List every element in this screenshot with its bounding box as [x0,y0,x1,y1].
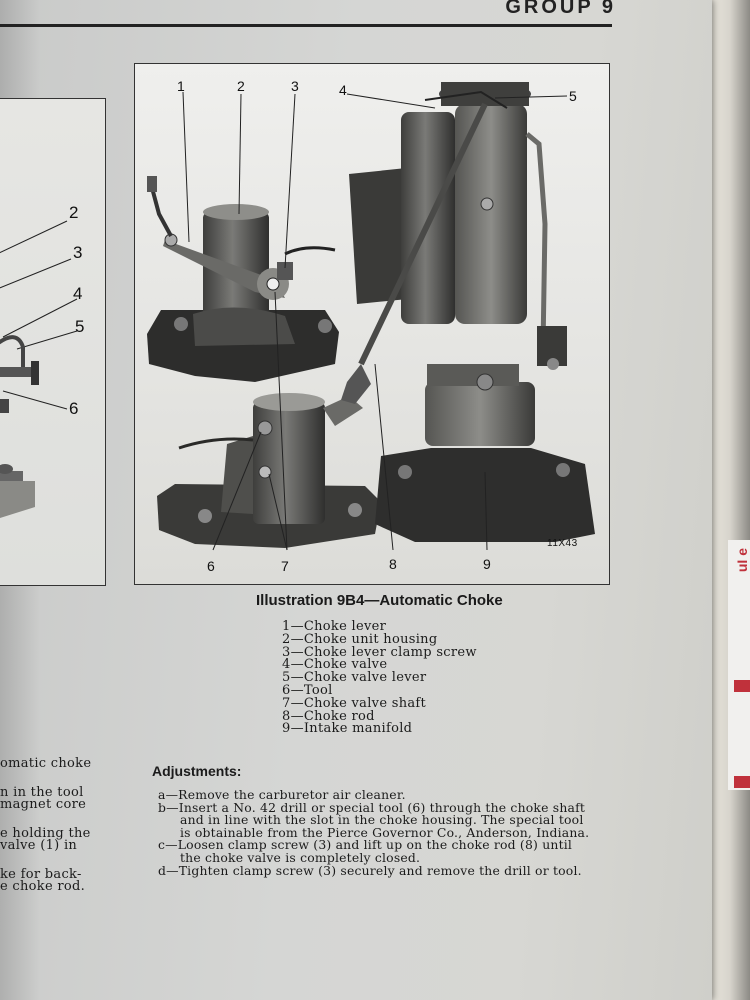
text-line: ke for back- [0,866,82,882]
edge-tag-bar [734,680,750,692]
adjustment-step-continued: and in line with the slot in the choke h… [180,812,584,828]
adjustment-step: d—Tighten clamp screw (3) securely and r… [158,862,582,878]
callout-2: 2 [69,203,79,222]
edge-tag-text: uI e [734,548,750,573]
callout-5: 5 [75,317,85,336]
callout-6: 6 [207,558,215,574]
callout-2: 2 [237,78,245,94]
adjustments-heading: Adjustments: [152,763,242,779]
callout-6: 6 [69,399,79,418]
adjustment-step: c—Loosen clamp screw (3) and lift up on … [158,837,573,853]
figure-id: 11X43 [547,538,578,549]
adjustment-step-continued: the choke valve is completely closed. [180,849,421,865]
text-line: omatic choke [0,756,92,771]
legend-item: 1—Choke lever [282,619,387,634]
left-illustration-drawing [0,220,78,519]
callout-8: 8 [389,556,397,572]
legend-item: 3—Choke lever clamp screw [282,644,477,660]
header-rule [0,24,612,27]
text-line: e choke rod. [0,879,86,894]
parts-legend: 1—Choke lever 2—Choke unit housing 3—Cho… [282,619,477,737]
adjustments-steps: a—Remove the carburetor air cleaner. b—I… [158,787,590,878]
callout-7: 7 [281,558,289,574]
legend-item: 9—Intake manifold [282,721,413,737]
main-illustration: 1 2 3 4 5 6 7 8 9 11X43 [134,63,610,585]
text-line: valve (1) in [0,838,78,853]
callout-1: 1 [177,78,185,94]
legend-item: 6—Tool [282,682,333,698]
edge-tag-bar [734,776,750,788]
legend-item: 4—Choke valve [282,657,388,673]
callout-4: 4 [339,82,347,98]
text-line: e holding the [0,825,91,841]
group-header: GROUP 9 [505,0,616,18]
edge-tag: uI e [728,540,750,790]
callout-4: 4 [73,284,83,303]
adjustment-step: b—Insert a No. 42 drill or special tool … [158,799,586,815]
adjustment-step: a—Remove the carburetor air cleaner. [158,787,406,802]
left-column-text: omatic choke n in the tool magnet core e… [0,756,92,894]
illustration-caption: Illustration 9B4—Automatic Choke [256,592,503,609]
text-line: magnet core [0,797,87,812]
callout-9: 9 [483,556,491,572]
text-line: n in the tool [0,784,84,800]
legend-item: 8—Choke rod [282,708,375,724]
legend-item: 5—Choke valve lever [282,670,427,686]
left-illustration: 2 3 4 5 6 [0,98,106,586]
automatic-choke-drawing [147,82,595,551]
callout-3: 3 [73,243,83,262]
callout-3: 3 [291,78,299,94]
adjustment-step-continued: is obtainable from the Pierce Governor C… [180,824,590,840]
legend-item: 2—Choke unit housing [282,631,438,647]
manual-page: GROUP 9 2 3 4 5 6 [0,0,712,1000]
callout-5: 5 [569,88,577,104]
legend-item: 7—Choke valve shaft [282,695,427,711]
